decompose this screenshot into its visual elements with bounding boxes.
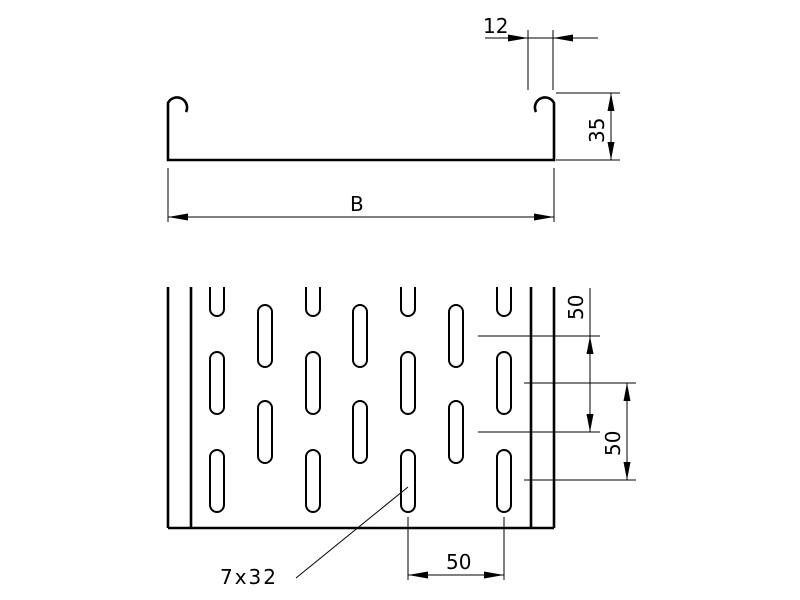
lip-height-label: 35 [585, 118, 609, 143]
slot [209, 449, 225, 513]
slot [352, 400, 368, 464]
tray-profile-outline [166, 96, 556, 162]
slot [257, 400, 273, 464]
slot-open [496, 287, 512, 317]
dim-lip-height: 35 [556, 92, 620, 161]
slot [257, 304, 273, 368]
tray-profile [166, 96, 556, 162]
dim-lip-width: 12 [483, 14, 598, 90]
lip-width-label: 12 [483, 14, 508, 38]
slot [352, 304, 368, 368]
slot-pitch-vertical-1-label: 50 [564, 295, 588, 320]
slot-size-label: 7x32 [220, 565, 278, 589]
slot [496, 449, 512, 513]
tray-plan-view [166, 287, 556, 530]
slot [496, 351, 512, 415]
dim-slot-pitch-vertical-2: 50 [524, 382, 636, 481]
slot [448, 400, 464, 464]
slot [448, 304, 464, 368]
slot-pitch-vertical-2-label: 50 [601, 431, 625, 456]
dim-tray-width: B [167, 168, 555, 222]
slot-open [400, 287, 416, 317]
slot [209, 351, 225, 415]
slot-open [305, 287, 321, 317]
dim-slot-pitch-horizontal: 50 [407, 517, 505, 580]
slot-pitch-horizontal-label: 50 [446, 550, 471, 574]
slot [305, 449, 321, 513]
leader-line [295, 486, 409, 579]
slot [400, 449, 416, 513]
tray-width-label: B [350, 192, 364, 216]
dim-slot-pitch-vertical-1: 50 [478, 288, 600, 433]
slot-open [209, 287, 225, 317]
slot-size-callout: 7x32 [220, 486, 409, 589]
slot [400, 351, 416, 415]
slot [305, 351, 321, 415]
